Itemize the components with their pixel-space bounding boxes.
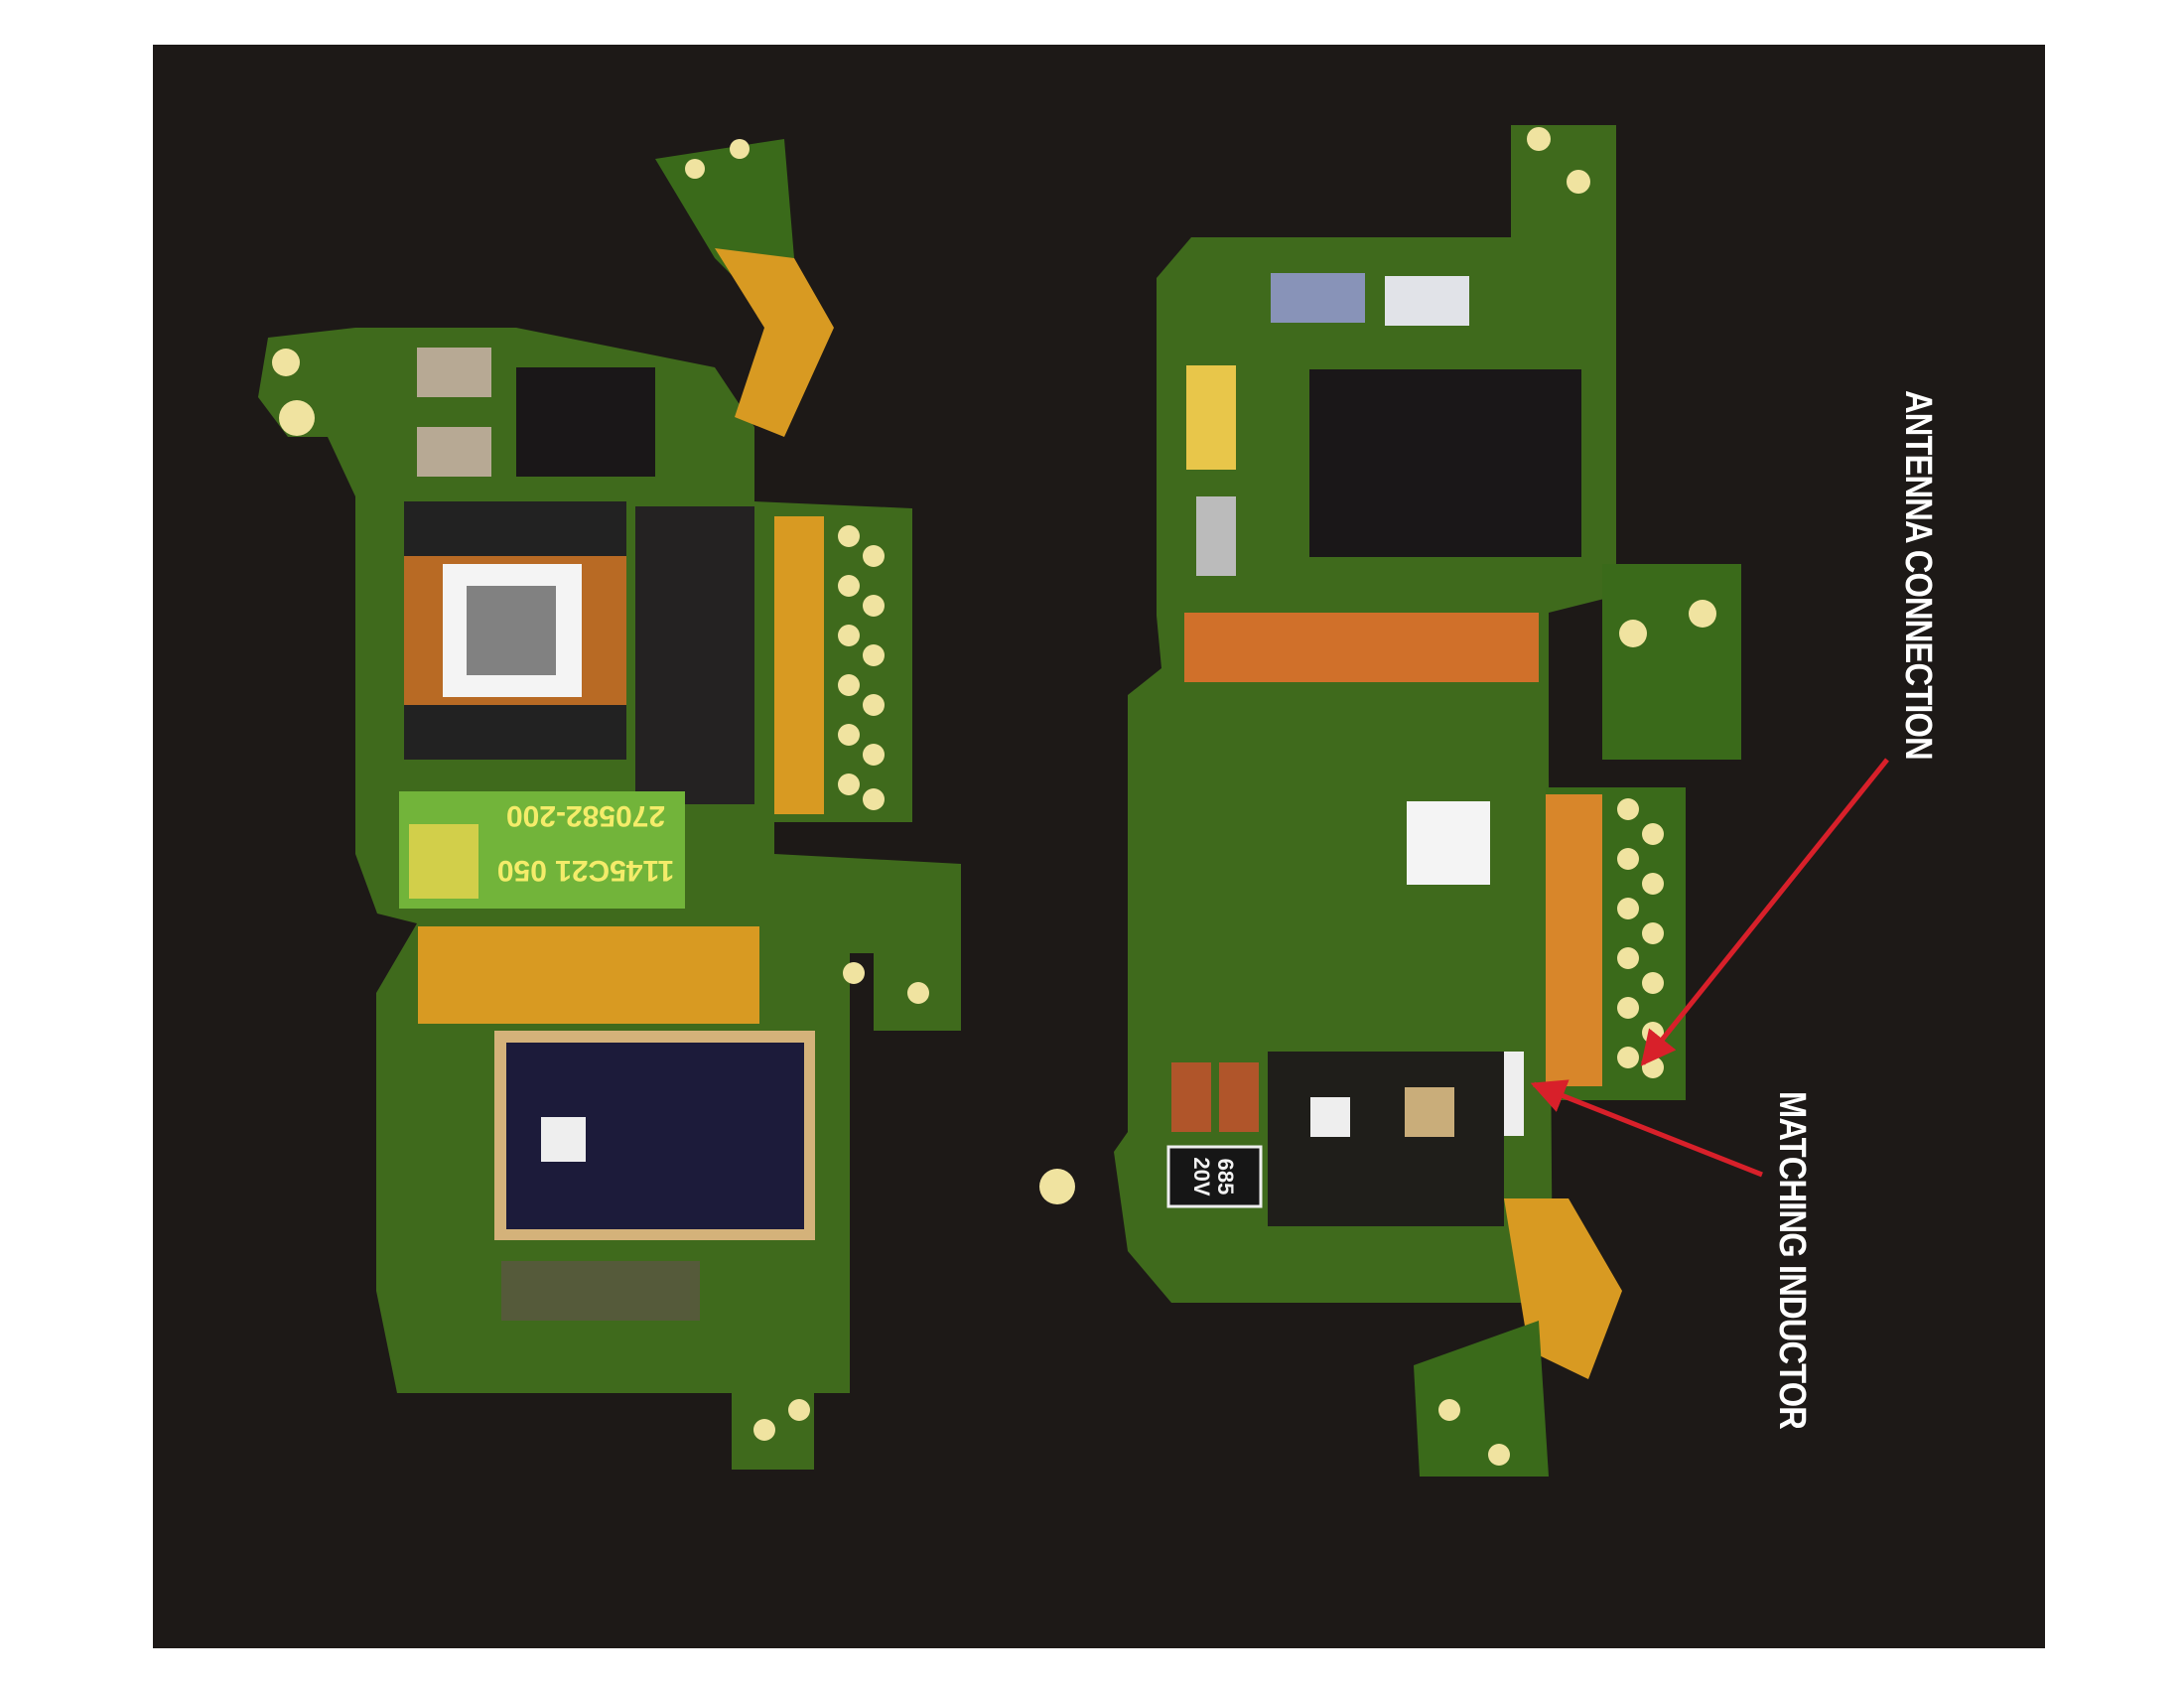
- rf-module: [1268, 1052, 1504, 1226]
- connector-pads: [1617, 798, 1664, 1078]
- antenna-connection-arrow: [1640, 758, 1889, 1066]
- flex-ribbon: [1184, 613, 1539, 682]
- chip: [516, 367, 655, 477]
- board-label-line2: 270582-200: [506, 799, 665, 832]
- matching-inductor-label: MATCHING INDUCTOR: [1771, 1091, 1813, 1429]
- connector-pads: [838, 525, 885, 810]
- component: [1271, 273, 1365, 323]
- component: [1196, 496, 1236, 576]
- component: [1186, 365, 1236, 470]
- capacitor-voltage: 20V: [1189, 1157, 1214, 1196]
- right-circuit-board: 685 20V: [1039, 125, 1741, 1477]
- flex-cable: [715, 248, 834, 437]
- connector-traces: [774, 516, 824, 814]
- component: [1385, 276, 1469, 326]
- component: [417, 348, 491, 397]
- matching-inductor: [1504, 1052, 1524, 1136]
- tantalum-capacitor: [1166, 1145, 1263, 1208]
- matching-inductor-arrow: [1530, 1079, 1763, 1178]
- flex-ribbon: [418, 926, 759, 1024]
- datamatrix-label: [1407, 801, 1490, 885]
- capacitor-value: 685: [1213, 1159, 1238, 1196]
- small-flex-tab: [1602, 564, 1741, 760]
- chip: [635, 506, 754, 804]
- board-label-line1: 1145C21 050: [497, 854, 675, 887]
- component: [417, 427, 491, 477]
- left-circuit-board: 1145C21 050 270582-200: [258, 139, 961, 1470]
- antenna-connection-label: ANTENNA CONNECTION: [1897, 390, 1939, 760]
- main-chip: [1309, 369, 1581, 557]
